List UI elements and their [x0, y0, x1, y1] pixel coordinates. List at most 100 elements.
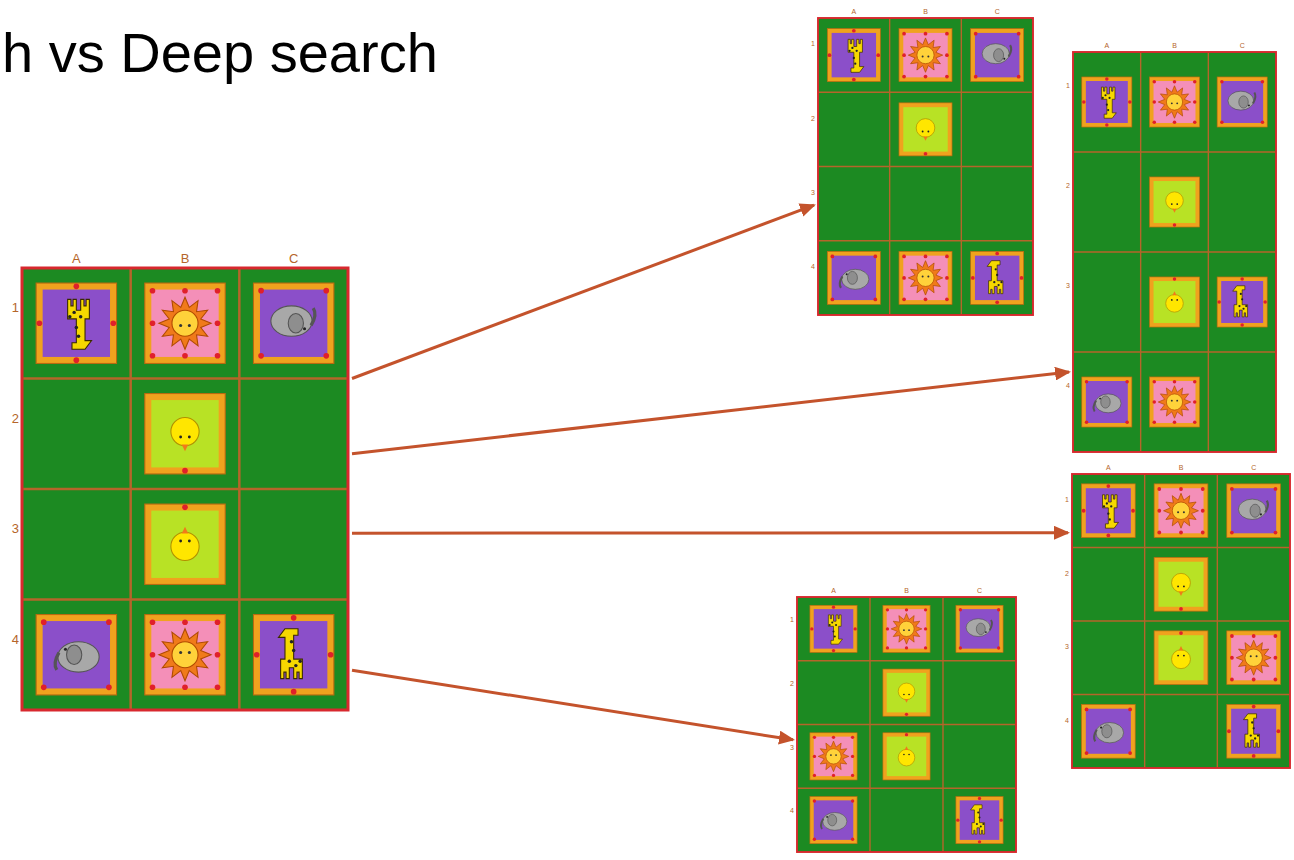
lion-eye	[188, 324, 191, 327]
elephant-body	[1228, 91, 1254, 110]
giraffe-spot	[829, 624, 831, 626]
move-dot	[997, 608, 1000, 611]
grid-line	[818, 240, 1033, 241]
move-dot	[1152, 120, 1156, 124]
piece-face	[43, 621, 110, 688]
move-dot	[150, 288, 156, 294]
lion-eye	[922, 56, 924, 58]
shogi-piece	[1149, 77, 1199, 127]
move-dot	[1230, 656, 1234, 660]
move-dot	[1125, 421, 1129, 425]
move-dot	[106, 619, 112, 625]
piece-frame	[1154, 631, 1208, 685]
flow-arrow	[352, 531, 1068, 534]
giraffe-spot	[976, 823, 978, 825]
move-dot	[813, 755, 816, 758]
move-dot	[905, 608, 908, 611]
board-art	[1072, 474, 1290, 768]
row-label: 4	[1065, 717, 1069, 724]
piece-face	[1086, 709, 1131, 754]
chick-body	[1166, 192, 1184, 210]
column-label: C	[1240, 42, 1245, 49]
move-dot	[1201, 509, 1205, 513]
row-label: 2	[1065, 570, 1069, 577]
giraffe-spot	[1108, 97, 1110, 99]
move-dot	[1000, 818, 1003, 821]
chick-beak	[923, 137, 927, 141]
lion-mane	[818, 741, 849, 772]
giraffe-figure	[848, 39, 864, 72]
giraffe-spot	[853, 57, 855, 59]
move-dot	[851, 799, 854, 802]
shogi-piece	[145, 394, 225, 474]
chick-beak	[1172, 291, 1176, 295]
piece-frame	[899, 29, 952, 82]
move-dot	[1085, 380, 1089, 384]
lion-eye	[1176, 102, 1178, 104]
board-art	[1073, 52, 1276, 452]
move-dot	[886, 627, 889, 630]
piece-face	[43, 290, 110, 357]
shogi-piece	[1154, 631, 1208, 685]
elephant-ear	[1102, 725, 1112, 738]
elephant-ear	[994, 49, 1004, 62]
shogi-piece	[899, 103, 952, 156]
elephant-body	[842, 269, 869, 289]
lion-face	[826, 749, 841, 764]
giraffe-spot	[1106, 104, 1108, 106]
move-dot	[1179, 487, 1183, 491]
lion-eye	[922, 275, 924, 277]
row-label: 2	[1066, 182, 1070, 189]
move-dot	[182, 353, 188, 359]
move-dot	[215, 288, 221, 294]
piece-face	[151, 400, 218, 467]
move-dot	[924, 297, 928, 301]
piece-frame	[956, 605, 1003, 652]
giraffe-spot	[835, 624, 837, 626]
move-dot	[813, 799, 816, 802]
elephant-ear	[847, 271, 857, 284]
chick-beak	[905, 746, 909, 750]
chick-eye	[188, 436, 191, 439]
move-dot	[1240, 323, 1244, 327]
board-border	[1073, 52, 1276, 452]
giraffe-spot	[1102, 97, 1104, 99]
board-ground	[1072, 474, 1290, 768]
lion-mane	[908, 38, 942, 72]
move-dot	[902, 276, 906, 280]
elephant-ear	[828, 814, 837, 825]
game-board: ABC1234	[818, 18, 1033, 315]
elephant-eye	[1003, 58, 1005, 60]
elephant-trunk	[1094, 730, 1097, 742]
lion-mane	[159, 297, 211, 349]
elephant-body	[966, 619, 990, 637]
move-dot	[886, 646, 889, 649]
elephant-eye	[985, 631, 987, 633]
giraffe-figure	[1233, 286, 1248, 317]
piece-frame	[827, 29, 880, 82]
row-label: 4	[1066, 382, 1070, 389]
elephant-body	[58, 642, 99, 672]
lion-face	[172, 642, 198, 668]
board-border	[22, 268, 348, 710]
move-dot	[851, 774, 854, 777]
move-dot	[182, 468, 188, 474]
move-dot	[873, 255, 877, 259]
elephant-body	[823, 812, 847, 830]
elephant-eye	[826, 816, 828, 818]
move-dot	[852, 78, 856, 82]
lion-face	[1166, 94, 1182, 110]
move-dot	[995, 300, 999, 304]
giraffe-spot	[834, 636, 836, 638]
move-dot	[291, 615, 297, 621]
move-dot	[974, 32, 978, 36]
column-label: B	[1179, 464, 1184, 471]
elephant-body	[982, 44, 1009, 64]
column-label: C	[977, 587, 982, 594]
lion-eye	[179, 651, 182, 654]
row-label: 1	[1065, 496, 1069, 503]
piece-face	[1231, 488, 1276, 533]
move-dot	[1152, 400, 1156, 404]
giraffe-spot	[997, 284, 999, 286]
lion-face	[917, 47, 934, 64]
